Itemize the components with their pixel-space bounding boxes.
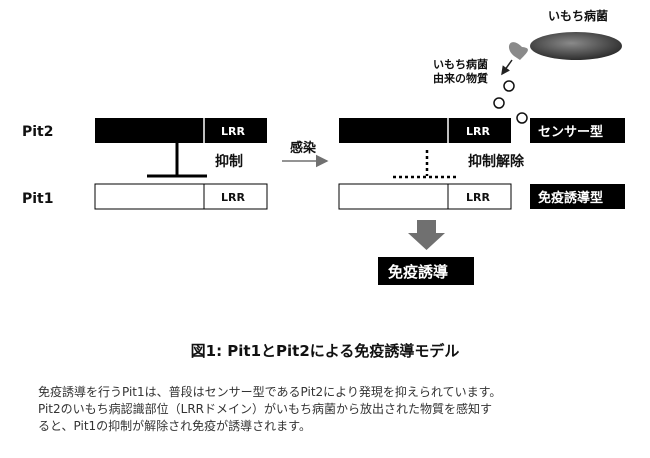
right-pit2-bar [339,118,511,143]
figure-caption-title: 図1: Pit1とPit2による免疫誘導モデル [190,342,460,360]
derived-substance-line2: 由来の物質 [433,71,488,85]
release-label: 抑制解除 [468,153,525,170]
infection-label: 感染 [290,140,317,156]
right-pit2-lrr-label: LRR [466,125,490,138]
pathogen-name: いもち病菌 [548,8,608,23]
caption-line: Pit2のいもち病認識部位（LRRドメイン）がいもち病菌から放出された物質を感知… [38,402,493,416]
immune-model-diagram: いもち病菌 いもち病菌 由来の物質 Pit2 LRR 抑制 Pit1 LRR 感… [22,8,625,285]
derived-substance-line1: いもち病菌 [433,57,488,71]
particle [503,80,515,92]
sensor-type-box [530,118,625,143]
caption-line: ると、Pit1の抑制が解除され免疫が誘導されます。 [38,419,311,433]
right-pit1-lrr-label: LRR [466,191,490,204]
result-box [378,257,474,285]
suppress-label: 抑制 [215,153,243,170]
right-pit1-bar [338,183,512,210]
particle [516,112,528,124]
particle [493,97,505,109]
result-label: 免疫誘導 [388,263,448,281]
sensor-type-label: センサー型 [538,124,603,140]
fungus-tail [508,42,528,60]
pit2-bar [95,118,267,143]
pit1-bar [94,183,268,210]
down-arrow [408,220,445,250]
substance-arrow [501,59,513,76]
inducer-type-box [530,184,625,209]
fungus-illustration [508,32,622,60]
inducer-type-label: 免疫誘導型 [538,190,603,206]
figure-caption-body: 免疫誘導を行うPit1は、普段はセンサー型であるPit2により発現を抑えられてい… [38,384,628,435]
pit2-label: Pit2 [22,124,54,140]
caption-line: 免疫誘導を行うPit1は、普段はセンサー型であるPit2により発現を抑えられてい… [38,385,502,399]
pit2-lrr-label: LRR [221,125,245,138]
pit1-lrr-label: LRR [221,191,245,204]
fungus-body [530,32,622,60]
pit1-label: Pit1 [22,191,54,207]
